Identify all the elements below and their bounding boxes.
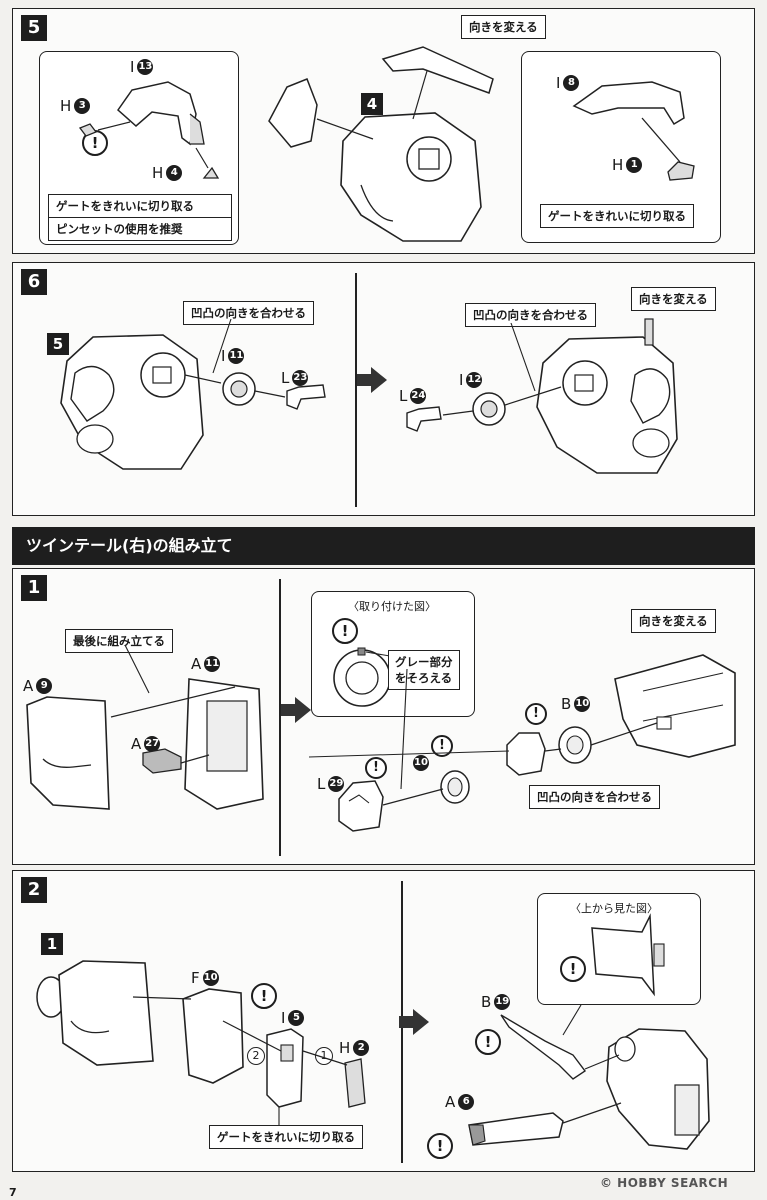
tail-step-2-panel: 2 1 F 10 ! I 5 H 2 2 1 ゲートをきれいに切り取る 〈上から…: [12, 870, 755, 1172]
tail-final-art: [468, 1004, 710, 1150]
sub-step-ref-5: 5: [47, 333, 69, 355]
note-gate-tail: ゲートをきれいに切り取る: [209, 1125, 363, 1149]
part-label-h1: H 1: [612, 156, 643, 174]
step-number: 5: [21, 15, 47, 41]
part-label-i13: I 13: [130, 58, 154, 76]
inset-title: 〈上から見た図〉: [570, 902, 658, 915]
sequence-1-icon: 1: [315, 1047, 333, 1065]
head-assembly-art: [268, 46, 494, 242]
part-label-a27: A 27: [131, 735, 161, 753]
section-heading: ツインテール(右)の組み立て: [12, 527, 755, 565]
step-number: 6: [21, 269, 47, 295]
detail-box-right: I 8 H 1 ゲートをきれいに切り取る: [521, 51, 721, 243]
page-number: 7: [9, 1186, 17, 1199]
part-label-a9: A 9: [23, 677, 53, 695]
step-number: 1: [21, 575, 47, 601]
part-label-a6: A 6: [445, 1093, 475, 1111]
tail-step-1-divider: [279, 579, 281, 856]
right-arrow-icon: [281, 697, 311, 723]
part-label-10: 10: [413, 755, 429, 771]
caution-icon: !: [332, 618, 358, 644]
part-label-a11: A 11: [191, 655, 221, 673]
sub-step-ref-4: 4: [361, 93, 383, 115]
caution-icon: !: [525, 703, 547, 725]
sequence-2-icon: 2: [247, 1047, 265, 1065]
part-label-l24: L 24: [399, 387, 427, 405]
top-view-art: [591, 913, 665, 997]
part-label-h3: H 3: [60, 97, 91, 115]
hinge-parts-art: [308, 654, 736, 832]
caution-icon: !: [560, 956, 586, 982]
part-label-l29: L 29: [317, 775, 345, 793]
note-gate-text: ゲートをきれいに切り取る: [56, 199, 194, 213]
step-6-divider: [355, 273, 357, 507]
head-right-art: [406, 318, 678, 474]
sub-step-ref-1: 1: [41, 933, 63, 955]
note-gate-right: ゲートをきれいに切り取る: [540, 204, 694, 228]
inset-note: グレー部分 をそろえる: [388, 650, 460, 690]
step-6-panel: 6 5 凹凸の向きを合わせる I 11 L 23 凹凸の向きを合わせる 向きを変…: [12, 262, 755, 516]
inset-title: 〈取り付けた図〉: [348, 600, 436, 613]
part-label-h2: H 2: [339, 1039, 370, 1057]
watermark: © HOBBY SEARCH: [600, 1176, 729, 1190]
step-5-panel: 5 I 13 H 3 H 4 ! ゲートをきれいに切り取る ピンセットの使用を推…: [12, 8, 755, 254]
head-part-art: [78, 81, 220, 179]
tail-step-1-panel: 1 最後に組み立てる A 9 A 11 A 27 〈取り付けた図〉 ! グ: [12, 568, 755, 865]
part-label-i12: I 12: [459, 371, 483, 389]
caution-icon: !: [365, 757, 387, 779]
label-change-direction-tail: 向きを変える: [631, 609, 716, 633]
caution-icon: !: [475, 1029, 501, 1055]
ring-art: [333, 647, 391, 707]
right-arrow-icon: [357, 367, 387, 393]
part-label-h4: H 4: [152, 164, 183, 182]
part-label-i11: I 11: [221, 347, 245, 365]
tail-assembly-art: [36, 960, 366, 1129]
part-label-b19: B 19: [481, 993, 511, 1011]
part-label-i5: I 5: [281, 1009, 305, 1027]
top-view-inset: 〈上から見た図〉 !: [537, 893, 701, 1005]
label-align-left: 凹凸の向きを合わせる: [183, 301, 314, 325]
label-change-direction-right: 向きを変える: [631, 287, 716, 311]
step-number: 2: [21, 877, 47, 903]
right-arrow-icon: [399, 1009, 429, 1035]
part-label-b10: B 10: [561, 695, 591, 713]
caution-icon: !: [251, 983, 277, 1009]
caution-icon: !: [427, 1133, 453, 1159]
note-tweezers-text: ピンセットの使用を推奨: [49, 217, 231, 240]
tail-base-art: [26, 644, 264, 810]
part-label-l23: L 23: [281, 369, 309, 387]
part-label-f10: F 10: [191, 969, 219, 987]
caution-icon: !: [431, 735, 453, 757]
label-assemble-last: 最後に組み立てる: [65, 629, 173, 653]
head-left-art: [60, 318, 326, 470]
label-align-right: 凹凸の向きを合わせる: [465, 303, 596, 327]
part-label-i8: I 8: [556, 74, 580, 92]
visor-part-art: [572, 81, 695, 181]
label-align-tail: 凹凸の向きを合わせる: [529, 785, 660, 809]
installed-view-inset: 〈取り付けた図〉 ! グレー部分 をそろえる: [311, 591, 475, 717]
note-box-gate-tweezers: ゲートをきれいに切り取る ピンセットの使用を推奨: [48, 194, 232, 241]
detail-box-left: I 13 H 3 H 4 ! ゲートをきれいに切り取る ピンセットの使用を推奨: [39, 51, 239, 245]
label-change-direction: 向きを変える: [461, 15, 546, 39]
